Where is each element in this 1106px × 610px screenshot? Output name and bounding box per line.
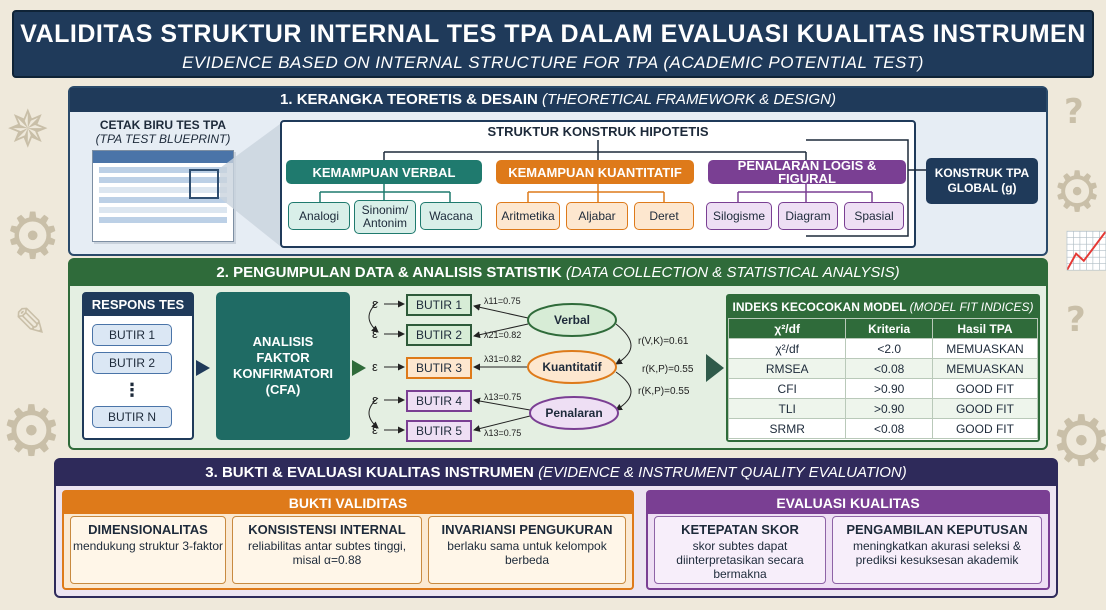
fit-header: Hasil TPA bbox=[931, 318, 1039, 339]
subtest-aljabar: Aljabar bbox=[566, 202, 628, 230]
subtest-wacana: Wacana bbox=[420, 202, 482, 230]
subtest-diagram: Diagram bbox=[778, 202, 838, 230]
gear-icon: ⚙ bbox=[1050, 400, 1106, 482]
cfa-item: BUTIR 2 bbox=[406, 324, 472, 346]
subtest-sinonim: Sinonim/ Antonim bbox=[354, 200, 416, 234]
cfa-item: BUTIR 1 bbox=[406, 294, 472, 316]
question-mark-icon: ? bbox=[1064, 92, 1084, 132]
cfa-box: ANALISIS FAKTOR KONFIRMATORI (CFA) bbox=[216, 292, 350, 440]
fit-header: χ²/df bbox=[727, 318, 847, 339]
global-construct: KONSTRUK TPA GLOBAL (g) bbox=[926, 158, 1038, 204]
page-subtitle: EVIDENCE BASED ON INTERNAL STRUCTURE FOR… bbox=[182, 53, 924, 72]
error-term: ε bbox=[372, 422, 378, 437]
loading-label: λ13=0.75 bbox=[484, 392, 522, 402]
loading-label: λ21=0.82 bbox=[484, 330, 522, 340]
responses-title: RESPONS TES bbox=[84, 294, 192, 316]
gear-icon: ⚙ bbox=[1052, 160, 1103, 225]
pencil-icon: ✎ bbox=[14, 300, 48, 346]
error-term: ε bbox=[372, 359, 378, 374]
fit-indices-panel: INDEKS KECOCOKAN MODEL (MODEL FIT INDICE… bbox=[726, 294, 1040, 442]
construct-title: STRUKTUR KONSTRUK HIPOTETIS bbox=[487, 124, 709, 139]
blueprint-title: CETAK BIRU TES TPA bbox=[99, 118, 227, 132]
compass-icon: ✵ bbox=[6, 100, 50, 160]
section-framework-heading: 1. KERANGKA TEORETIS & DESAIN (THEORETIC… bbox=[70, 88, 1046, 112]
correlation-label: r(V,K)=0.61 bbox=[638, 336, 689, 347]
subtest-silogisme: Silogisme bbox=[706, 202, 772, 230]
response-item: BUTIR 2 bbox=[92, 352, 172, 374]
gear-icon: ⚙ bbox=[4, 200, 62, 274]
correlation-label: r(K,P)=0.55 bbox=[642, 364, 694, 375]
validity-title: BUKTI VALIDITAS bbox=[64, 492, 632, 514]
cfa-item: BUTIR 3 bbox=[406, 357, 472, 379]
latent-kuantitatif bbox=[527, 350, 617, 384]
fit-header: Kriteria bbox=[845, 318, 933, 339]
latent-penalaran-label: Penalaran bbox=[545, 405, 603, 420]
evidence-internal-consistency: KONSISTENSI INTERNAL reliabilitas antar … bbox=[232, 516, 422, 584]
evidence-dimensionality: DIMENSIONALITAS mendukung struktur 3-fak… bbox=[70, 516, 226, 584]
chart-icon: 📈 bbox=[1064, 231, 1106, 272]
response-item: BUTIR 1 bbox=[92, 324, 172, 346]
section-analysis-heading: 2. PENGUMPULAN DATA & ANALISIS STATISTIK… bbox=[70, 260, 1046, 286]
error-term: ε bbox=[372, 296, 378, 311]
latent-verbal-label: Verbal bbox=[553, 312, 591, 327]
cfa-item: BUTIR 4 bbox=[406, 390, 472, 412]
quality-decision-making: PENGAMBILAN KEPUTUSAN meningkatkan akura… bbox=[832, 516, 1042, 584]
latent-verbal bbox=[527, 303, 617, 337]
blueprint-document-icon bbox=[92, 150, 234, 242]
correlation-label: r(K,P)=0.55 bbox=[638, 386, 690, 397]
factor-quantitative: KEMAMPUAN KUANTITATIF bbox=[496, 160, 694, 184]
fit-indices-title: INDEKS KECOCOKAN MODEL (MODEL FIT INDICE… bbox=[728, 296, 1038, 318]
question-mark-icon: ? bbox=[1066, 300, 1086, 340]
factor-reasoning: PENALARAN LOGIS & FIGURAL bbox=[708, 159, 906, 185]
cfa-item: BUTIR 5 bbox=[406, 420, 472, 442]
loading-label: λ11=0.75 bbox=[484, 296, 521, 306]
factor-verbal: KEMAMPUAN VERBAL bbox=[286, 160, 482, 184]
subtest-spasial: Spasial bbox=[844, 202, 904, 230]
page-title: VALIDITAS STRUKTUR INTERNAL TES TPA DALA… bbox=[20, 20, 1086, 48]
title-banner: VALIDITAS STRUKTUR INTERNAL TES TPA DALA… bbox=[12, 10, 1094, 78]
evidence-measurement-invariance: INVARIANSI PENGUKURAN berlaku sama untuk… bbox=[428, 516, 626, 584]
subtest-deret: Deret bbox=[634, 202, 694, 230]
blueprint-subtitle: (TPA TEST BLUEPRINT) bbox=[95, 132, 231, 146]
quality-score-accuracy: KETEPATAN SKOR skor subtes dapat diinter… bbox=[654, 516, 826, 584]
response-item: BUTIR N bbox=[92, 406, 172, 428]
error-term: ε bbox=[372, 326, 378, 341]
latent-penalaran bbox=[529, 396, 619, 430]
error-term: ε bbox=[372, 392, 378, 407]
section-evidence-heading: 3. BUKTI & EVALUASI KUALITAS INSTRUMEN (… bbox=[56, 460, 1056, 486]
latent-kuantitatif-label: Kuantitatif bbox=[542, 359, 602, 374]
loading-label: λ13=0.75 bbox=[484, 428, 522, 438]
subtest-aritmetika: Aritmetika bbox=[496, 202, 560, 230]
subtest-analogi: Analogi bbox=[288, 202, 350, 230]
quality-title: EVALUASI KUALITAS bbox=[648, 492, 1048, 514]
gear-icon: ⚙ bbox=[0, 390, 63, 472]
loading-label: λ31=0.82 bbox=[484, 354, 522, 364]
response-ellipsis: ⋮ bbox=[123, 379, 141, 400]
